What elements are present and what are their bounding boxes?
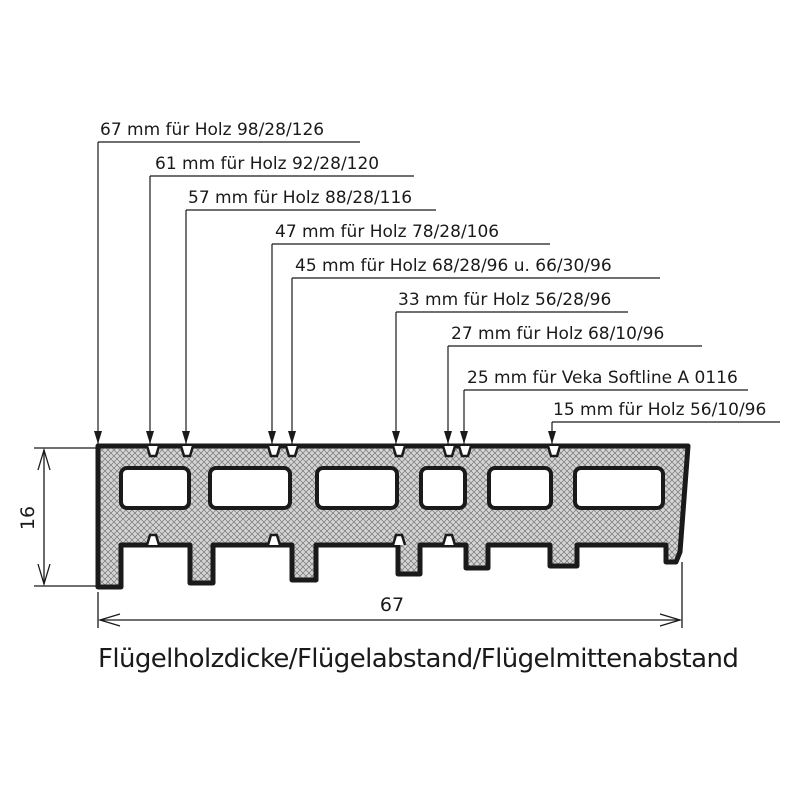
chamber-1	[119, 466, 191, 510]
leader-group: 67 mm für Holz 98/28/126 61 mm für Holz 9…	[94, 120, 780, 444]
profile-chambers	[119, 466, 665, 510]
height-dimension-label: 16	[17, 506, 39, 530]
leader-label: 33 mm für Holz 56/28/96	[398, 290, 611, 310]
caption: Flügelholzdicke/Flügelabstand/Flügelmitt…	[98, 644, 739, 674]
top-notches	[145, 445, 562, 458]
chamber-3	[315, 466, 399, 510]
leader-label: 25 mm für Veka Softline A 0116	[467, 368, 738, 388]
chamber-4	[419, 466, 467, 510]
leader-label: 67 mm für Holz 98/28/126	[100, 120, 324, 140]
width-dimension	[97, 562, 683, 628]
leader-arrowhead	[288, 431, 296, 444]
leader-arrowhead	[146, 431, 154, 444]
width-dimension-label: 67	[380, 594, 404, 616]
height-dimension	[34, 447, 96, 587]
bottom-notches	[145, 533, 457, 546]
leader-arrowhead	[548, 431, 556, 444]
leader-arrowhead	[182, 431, 190, 444]
leader-arrowhead	[392, 431, 400, 444]
leader-arrowhead	[460, 431, 468, 444]
chamber-5	[487, 466, 553, 510]
chamber-6	[573, 466, 665, 510]
leader-arrowhead	[94, 431, 102, 444]
profile-cross-section	[95, 443, 691, 590]
leader-label: 45 mm für Holz 68/28/96 u. 66/30/96	[295, 256, 612, 276]
leader-arrowhead	[444, 431, 452, 444]
leader-arrowhead	[268, 431, 276, 444]
leader-label: 57 mm für Holz 88/28/116	[188, 188, 412, 208]
leader-label: 27 mm für Holz 68/10/96	[451, 324, 664, 344]
leader-label: 61 mm für Holz 92/28/120	[155, 154, 379, 174]
leader-label: 47 mm für Holz 78/28/106	[275, 222, 499, 242]
leader-label: 15 mm für Holz 56/10/96	[553, 400, 766, 420]
chamber-2	[208, 466, 292, 510]
